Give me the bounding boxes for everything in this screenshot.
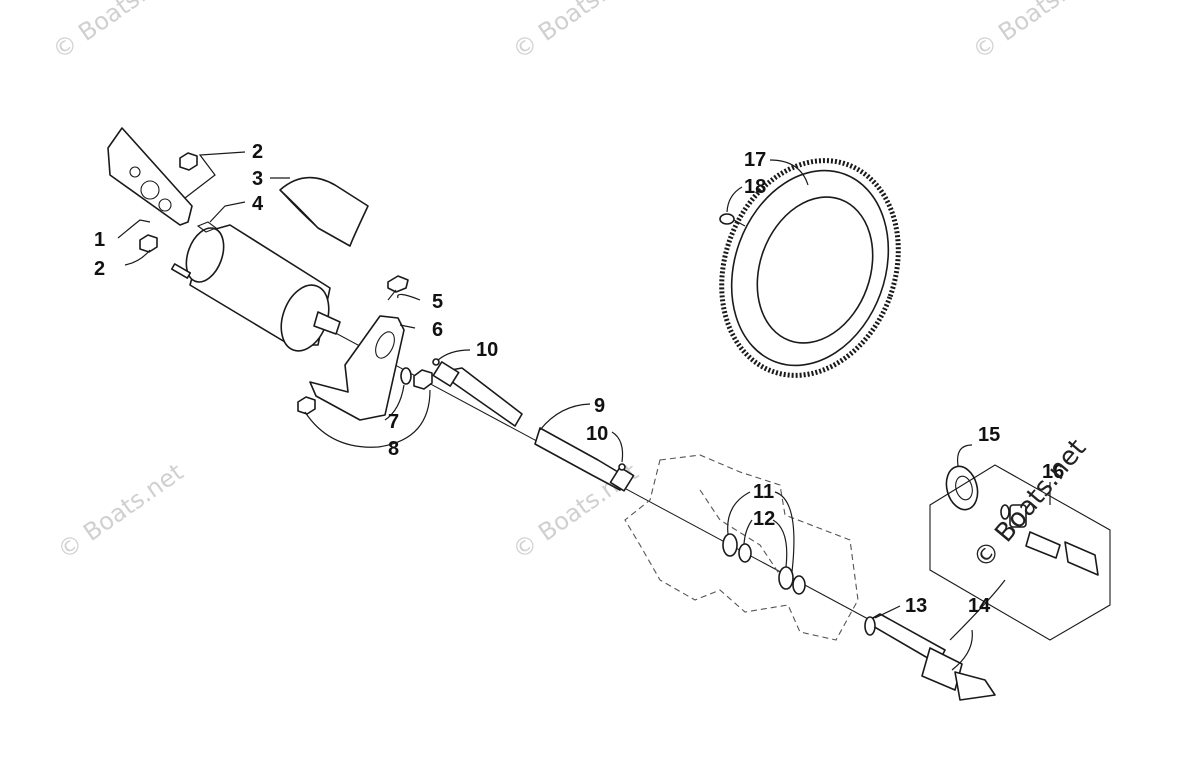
part-ring-gear [719, 158, 901, 378]
callouts: 2 3 4 1 2 5 6 10 7 8 9 10 11 12 13 14 15… [94, 141, 1064, 617]
callout-11: 11 [753, 481, 774, 503]
part-bolt [387, 275, 409, 301]
callout-14: 14 [968, 595, 991, 617]
callout-16: 16 [1042, 461, 1064, 483]
part-drive-spring-shaft [432, 361, 635, 492]
part-output-shaft [864, 613, 996, 701]
leader-lines [117, 151, 1051, 671]
callout-4: 4 [252, 193, 264, 215]
part-bracket-plate [107, 127, 193, 226]
part-snap-ring-left [722, 533, 752, 563]
callout-15: 15 [978, 424, 1000, 446]
part-nut-lower [139, 234, 158, 253]
callout-3: 3 [252, 168, 263, 190]
callout-5: 5 [432, 291, 443, 313]
engine-casing-outline [624, 454, 859, 641]
part-cover [279, 176, 369, 247]
callout-8: 8 [388, 438, 399, 460]
callout-13: 13 [905, 595, 927, 617]
callout-7: 7 [388, 411, 399, 433]
part-bushing [413, 369, 433, 390]
part-spring-kit-box [929, 464, 1111, 641]
watermark-top-center: © Boats.net [507, 0, 643, 65]
callout-10-lower: 10 [586, 423, 608, 445]
watermark-top-left: © Boats.net [47, 0, 183, 65]
part-washer [400, 367, 412, 385]
part-snap-ring-right [778, 566, 806, 595]
callout-9: 9 [594, 395, 605, 417]
callout-6: 6 [432, 319, 443, 341]
callout-18: 18 [744, 176, 766, 198]
callout-12: 12 [753, 508, 775, 530]
part-nut-upper [179, 152, 198, 171]
watermark-bottom-left: © Boats.net [52, 458, 188, 565]
part-starter-motor [170, 221, 341, 352]
callout-2-lower: 2 [94, 258, 105, 280]
callout-1: 1 [94, 229, 105, 251]
callout-10-upper: 10 [476, 339, 498, 361]
part-mounting-bracket [309, 315, 405, 421]
part-pinion-gear [945, 465, 979, 511]
part-pin-upper [432, 358, 440, 366]
part-ring-gear-screw [719, 213, 746, 227]
part-pin-lower [618, 463, 626, 471]
part-nut-bracket [297, 396, 316, 415]
watermark-top-right: © Boats.net [967, 0, 1103, 65]
callout-2-upper: 2 [252, 141, 263, 163]
callout-17: 17 [744, 149, 766, 171]
